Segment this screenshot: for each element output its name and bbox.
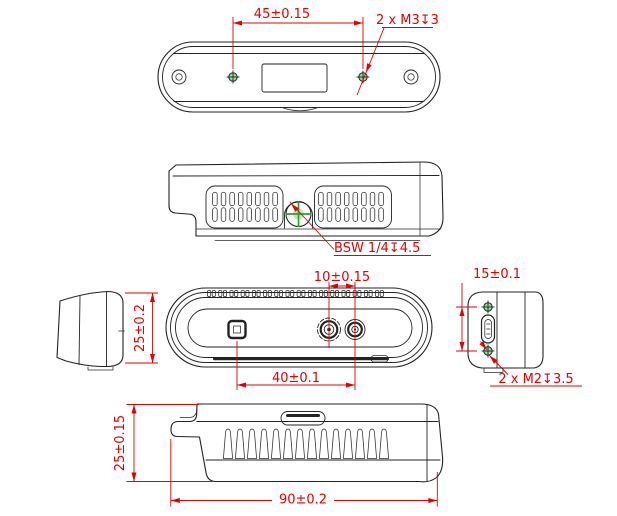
front-inner-outline-2 — [175, 297, 423, 358]
left-end-facet-line — [78, 296, 81, 365]
mount-view: BSW 1/4↧4.5 — [168, 161, 444, 256]
left-end-view: 25±0.2 — [56, 290, 158, 371]
left-end-foot — [87, 366, 114, 371]
label-window — [261, 63, 328, 93]
front-inner-outline-1 — [170, 292, 428, 363]
square-connector — [227, 319, 247, 340]
bottom-view-outline — [170, 403, 444, 483]
dim-45-label: 45±0.15 — [254, 7, 310, 22]
bottom-vent-slots — [223, 428, 389, 459]
right-end-foot — [483, 367, 504, 373]
top-view-outline — [157, 41, 441, 113]
dim-40: 40±0.1 — [236, 341, 355, 390]
dim-90-label: 90±0.2 — [279, 493, 327, 508]
m3-thread-label: 2 x M3↧3 — [376, 13, 439, 28]
dim-15: 15±0.1 — [456, 267, 521, 352]
bottom-pill-slot — [280, 411, 326, 426]
front-bottom-tab — [370, 355, 389, 363]
vent-group-left-outline — [205, 185, 284, 229]
right-screw-hole — [403, 69, 419, 85]
dim-25-left-label: 25±0.2 — [133, 304, 148, 352]
dim-90: 90±0.2 — [170, 439, 438, 508]
front-top-vents — [207, 290, 384, 297]
usb-c-port — [480, 314, 496, 344]
bottom-step-inner-line — [179, 408, 198, 418]
front-view: 10±0.15 40±0.1 — [165, 270, 433, 390]
top-view-notch — [281, 107, 319, 112]
vent-slots-right — [318, 191, 384, 222]
m2-thread-callout: 2 x M2↧3.5 — [479, 341, 582, 387]
m3-thread-hole-right — [356, 70, 370, 84]
bottom-view: 25±0.15 90±0.2 — [113, 403, 444, 508]
bsw-thread-callout: BSW 1/4↧4.5 — [289, 201, 431, 256]
dim-10: 10±0.15 — [314, 270, 370, 390]
dim-40-label: 40±0.1 — [272, 371, 320, 386]
top-view-inner-outline — [162, 46, 436, 108]
front-bottom-strip — [213, 357, 389, 361]
front-face-recess — [187, 308, 413, 348]
m2-thread-label: 2 x M2↧3.5 — [498, 372, 573, 387]
dim-45: 45±0.15 — [232, 7, 364, 69]
m2-thread-hole-top — [481, 300, 495, 314]
front-outline — [165, 287, 433, 368]
dim-25-left: 25±0.2 — [125, 292, 158, 364]
dim-25-bottom: 25±0.15 — [113, 404, 213, 482]
dim-10-label: 10±0.15 — [314, 270, 370, 285]
bsw-mount-hole — [285, 200, 312, 228]
left-end-outline — [56, 290, 124, 368]
top-view: 45±0.15 2 x M3↧3 — [157, 7, 441, 113]
left-screw-hole — [171, 69, 187, 85]
dim-25-bottom-label: 25±0.15 — [113, 415, 128, 471]
vent-slots-left — [212, 191, 278, 222]
m3-thread-callout: 2 x M3↧3 — [356, 13, 439, 96]
right-end-view: 15±0.1 2 x M2↧3.5 — [456, 267, 582, 387]
dim-15-label: 15±0.1 — [473, 267, 521, 282]
bsw-thread-label: BSW 1/4↧4.5 — [334, 241, 420, 256]
m3-thread-hole-left — [226, 70, 240, 84]
right-end-outline — [467, 291, 544, 369]
vent-group-right-outline — [314, 185, 392, 229]
mount-view-outline — [168, 161, 444, 237]
mount-top-parting-line — [172, 175, 440, 177]
